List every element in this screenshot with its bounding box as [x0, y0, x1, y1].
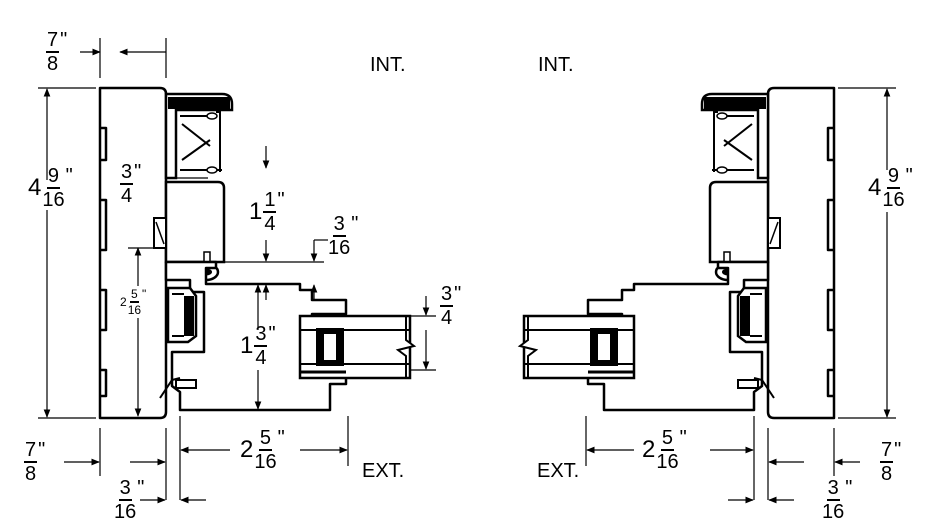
label-ext-left: EXT. [362, 460, 405, 482]
right-section-profile [518, 86, 836, 420]
right-dimension-lines [585, 87, 896, 504]
label-int-right: INT. [538, 54, 574, 76]
label-int-left: INT. [370, 54, 406, 76]
label-ext-right: EXT. [537, 460, 580, 482]
left-dimension-lines [38, 38, 436, 504]
